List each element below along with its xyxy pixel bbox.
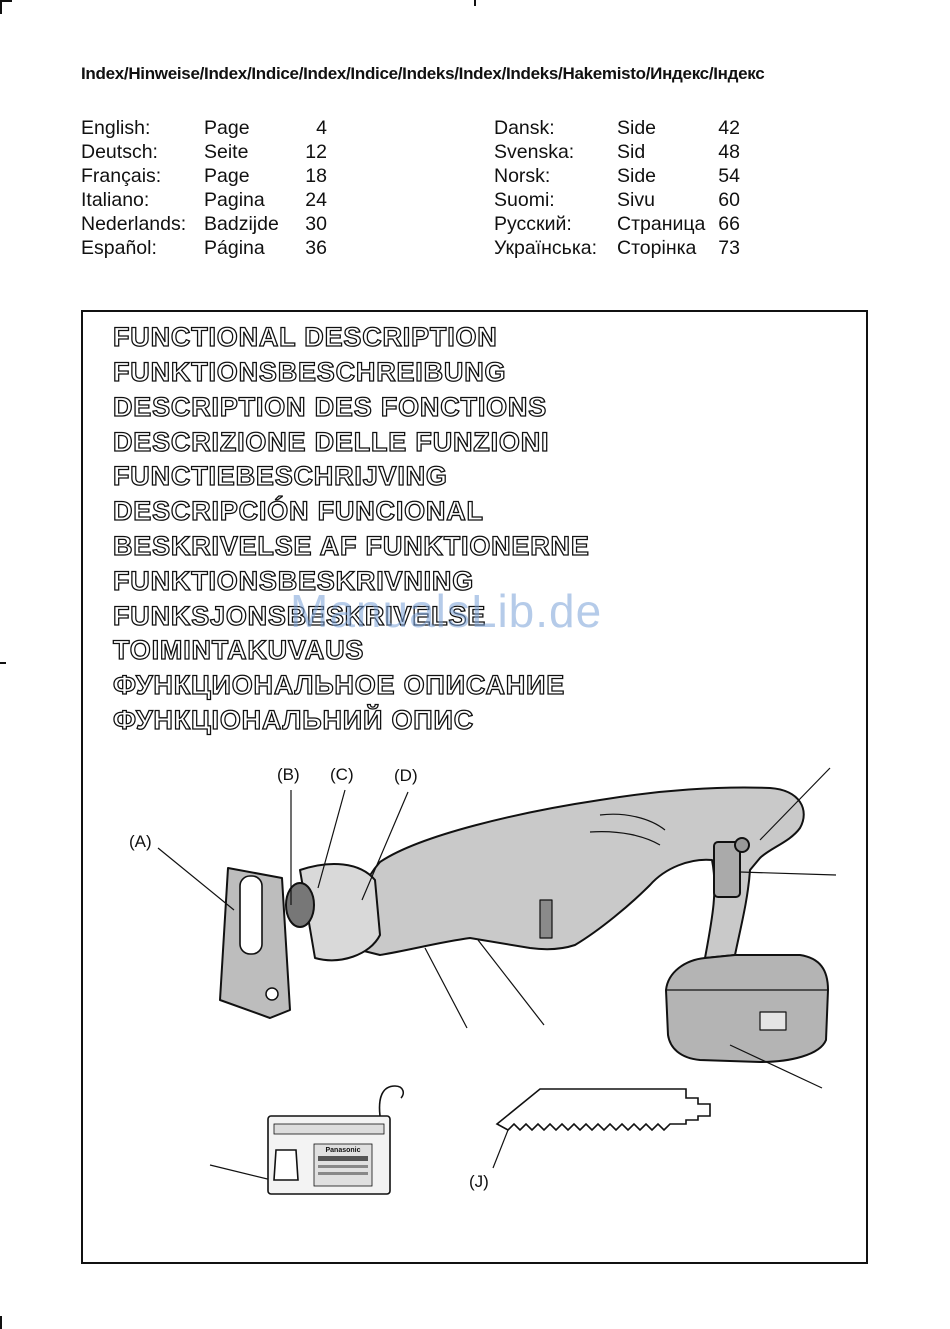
saw-body: [354, 786, 829, 1063]
index-page-word: Página: [204, 237, 265, 259]
functional-description-heading: ФУНКЦИОНАЛЬНОЕ ОПИСАНИЕ: [112, 669, 566, 700]
index-language: Italiano:: [81, 189, 150, 211]
index-language: Nederlands:: [81, 213, 187, 235]
index-page-number: 60: [718, 189, 740, 211]
index-page-word: Page: [204, 117, 250, 139]
index-page-word: Side: [617, 165, 657, 187]
callout-b: (B): [277, 765, 300, 784]
index-page-word: Pagina: [204, 189, 265, 211]
index-page-number: 42: [718, 117, 740, 139]
index-page-word: Seite: [204, 141, 249, 163]
index-language: Русский:: [494, 213, 572, 235]
index-language: Español:: [81, 237, 157, 259]
crop-mark-top-left-v: [0, 0, 2, 14]
index-page-number: 18: [305, 165, 327, 187]
crop-mark-left-middle: [0, 662, 6, 664]
functional-description-heading: FUNKSJONSBESKRIVELSE: [112, 600, 487, 631]
index-language: Deutsch:: [81, 141, 158, 163]
functional-description-heading: TOIMINTAKUVAUS: [112, 634, 365, 665]
index-language: Українська:: [494, 237, 598, 259]
charger-logo: Panasonic: [325, 1147, 360, 1154]
index-page-number: 24: [305, 189, 327, 211]
functional-description-heading: FUNKTIONSBESCHREIBUNG: [112, 356, 507, 387]
index-page-number: 36: [305, 237, 327, 259]
index-page-number: 66: [718, 213, 740, 235]
crop-mark-top-center: [474, 0, 476, 6]
index-page-word: Sivu: [617, 189, 655, 211]
crop-mark-top-left-h: [0, 0, 12, 2]
functional-description-frame: [81, 310, 868, 1264]
shoe-and-blade-holder: [219, 863, 381, 1019]
index-page-word: Sid: [617, 141, 646, 163]
index-page-number: 48: [718, 141, 740, 163]
index-page-word: Страница: [617, 213, 706, 235]
index-title: Index/Hinweise/Index/Indice/Index/Indice…: [81, 64, 765, 83]
index-page-number: 30: [305, 213, 327, 235]
index-page-word: Side: [617, 117, 657, 139]
functional-description-heading: BESKRIVELSE AF FUNKTIONERNE: [112, 530, 590, 561]
index-language: Français:: [81, 165, 162, 187]
index-language: English:: [81, 117, 151, 139]
callout-a: (A): [129, 832, 152, 851]
index-language: Suomi:: [494, 189, 555, 211]
saw-blade: [495, 1088, 711, 1132]
index-page-number: 73: [718, 237, 740, 259]
functional-description-heading: DESCRIZIONE DELLE FUNZIONI: [112, 426, 550, 457]
functional-description-heading: FUNCTIONAL DESCRIPTION: [112, 321, 498, 352]
callout-leader-lines: [157, 767, 837, 1184]
crop-mark-bottom-left: [0, 1316, 2, 1329]
index-page-number: 4: [316, 117, 327, 139]
index-page-word: Badzijde: [204, 213, 279, 235]
callout-c: (C): [330, 765, 354, 784]
functional-description-heading: FUNCTIEBESCHRIJVING: [112, 460, 448, 491]
index-page-word: Page: [204, 165, 250, 187]
index-page-word: Сторінка: [617, 237, 697, 259]
functional-description-heading: FUNKTIONSBESKRIVNING: [112, 565, 475, 596]
index-page-number: 54: [718, 165, 740, 187]
callout-j: (J): [469, 1172, 489, 1191]
functional-description-heading: DESCRIPTION DES FONCTIONS: [112, 391, 548, 422]
functional-description-heading: ФУНКЦІОНАЛЬНИЙ ОПИС: [112, 704, 475, 735]
battery-charger: Panasonic: [267, 1085, 405, 1195]
index-language: Svenska:: [494, 141, 575, 163]
watermark: ManualsLib.de: [290, 585, 603, 637]
index-language: Dansk:: [494, 117, 555, 139]
index-page-number: 12: [305, 141, 327, 163]
callout-d: (D): [394, 766, 418, 785]
functional-description-heading: DESCRIPCIÓN FUNCIONAL: [112, 495, 484, 526]
index-language: Norsk:: [494, 165, 551, 187]
